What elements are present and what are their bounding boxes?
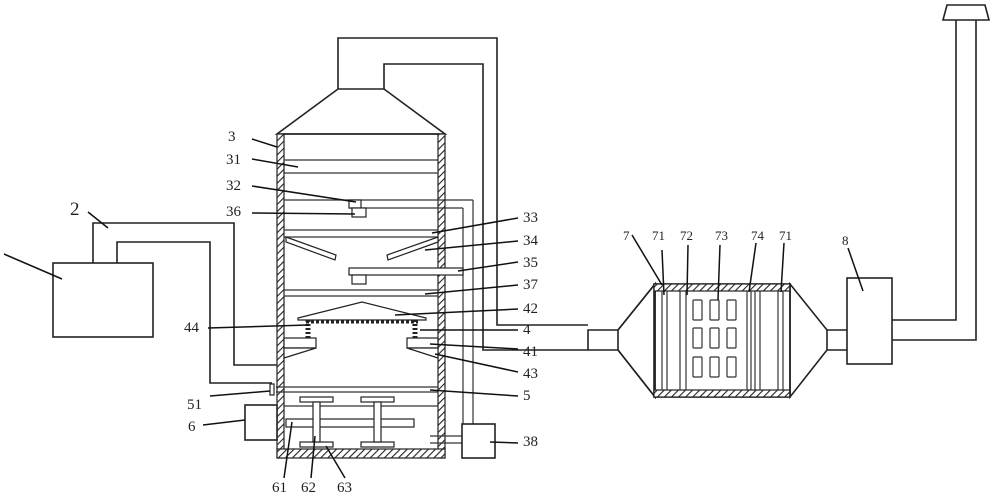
baffle-left [285,236,337,261]
label-38: 38 [523,434,538,450]
blade-63 [299,441,334,448]
label-35: 35 [523,255,538,271]
baffle-right [386,236,439,261]
inlet-cone [617,281,656,400]
shaft-61 [285,418,415,428]
source-unit [3,222,283,384]
label-73: 73 [715,228,728,243]
chimney-inner [892,20,957,321]
chimney-outer [892,20,977,341]
label-4: 4 [523,322,531,338]
spray-pipe-35 [348,267,464,276]
tower-bottom [276,448,446,459]
label-32: 32 [226,178,241,194]
label-72: 72 [680,228,693,243]
catalytic-unit [587,4,991,400]
fan-8 [846,277,893,365]
label-41: 41 [523,344,538,360]
label-43: 43 [523,366,538,382]
label-33: 33 [523,210,538,226]
motor-6 [244,404,278,441]
label-51: 51 [187,397,202,413]
leader-lines [87,138,864,479]
tower [244,37,588,459]
label-34: 34 [523,233,539,249]
catalyst-cells [692,299,737,378]
tower-wall-right [437,133,446,459]
tower-wall-left [276,133,285,459]
pipe-inner [116,241,272,384]
leader-source [3,253,63,280]
label-61: 61 [272,480,287,496]
label-3: 3 [228,129,236,145]
component-labels: 2 3 31 32 36 33 34 35 37 42 44 4 41 43 5… [70,129,849,496]
nozzle-36 [351,207,367,218]
shaft-62 [312,401,321,443]
label-2: 2 [70,199,80,220]
pipe-outer [92,222,283,366]
label-7: 7 [623,228,630,243]
cover-42 [297,301,427,321]
exhaust-pipe-inner [383,63,588,351]
label-74: 74 [751,228,765,243]
label-5: 5 [523,388,531,404]
pump-38 [461,423,496,459]
valve-51 [269,383,275,396]
label-42: 42 [523,301,538,317]
label-36: 36 [226,204,242,220]
label-44: 44 [184,320,200,336]
label-62: 62 [301,480,316,496]
label-31: 31 [226,152,241,168]
source-box [52,262,154,338]
label-37: 37 [523,277,539,293]
label-71-left: 71 [652,228,665,243]
outlet-cone [789,281,828,400]
exhaust-pipe-outer [337,37,588,326]
label-71-right: 71 [779,228,792,243]
support-41 [406,337,439,349]
label-8: 8 [842,233,849,248]
tower-hood [274,88,448,135]
chimney-cap [941,4,991,21]
label-6: 6 [188,419,196,435]
label-63: 63 [337,480,352,496]
